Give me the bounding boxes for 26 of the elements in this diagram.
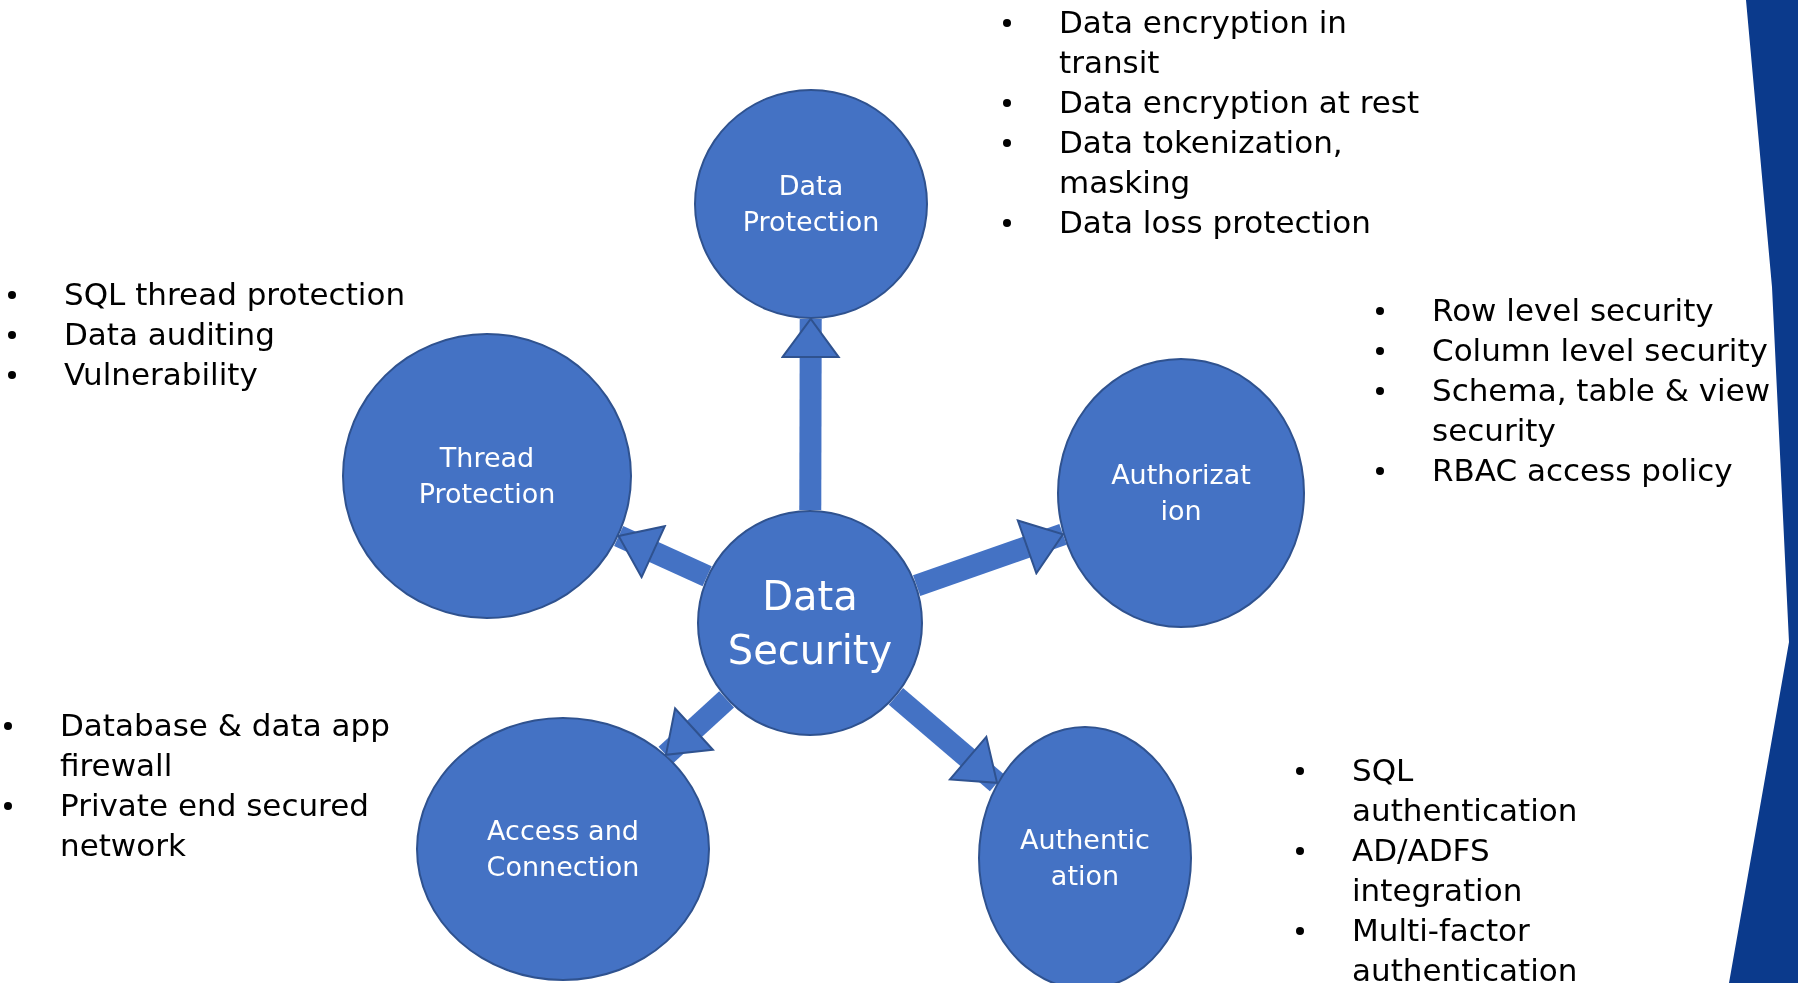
bullet-text: Data loss protection bbox=[1059, 203, 1371, 242]
block-arrow bbox=[614, 525, 712, 587]
topic-circle: Access and Connection bbox=[416, 717, 710, 981]
bullet-text: Data tokenization, masking bbox=[1059, 123, 1344, 202]
bullet-text: Schema, table & view security bbox=[1432, 371, 1772, 450]
block-arrow bbox=[888, 688, 1005, 792]
bullet-text: Multi-factor authentication bbox=[1352, 911, 1579, 983]
central-circle: Data Security bbox=[697, 510, 923, 736]
bullet-text: Vulnerability bbox=[64, 355, 258, 394]
bullet-text: Data encryption in transit bbox=[1059, 3, 1348, 82]
block-arrow bbox=[658, 691, 735, 763]
bullet-text: Data auditing bbox=[64, 315, 275, 354]
bullet-text: Data encryption at rest bbox=[1059, 83, 1420, 122]
bullet-text: Row level security bbox=[1432, 291, 1714, 330]
bullet-text: Column level security bbox=[1432, 331, 1768, 370]
block-arrow bbox=[781, 318, 840, 511]
topic-circle: Authentic ation bbox=[978, 726, 1192, 983]
bullet-text: SQL authentication bbox=[1352, 751, 1579, 830]
topic-circle: Authorizat ion bbox=[1057, 358, 1305, 628]
topic-circle: Data Protection bbox=[694, 89, 928, 319]
bullet-text: Database & data app firewall bbox=[60, 706, 391, 785]
bullet-text: AD/ADFS integration bbox=[1352, 831, 1524, 910]
bullet-text: RBAC access policy bbox=[1432, 451, 1733, 490]
bullet-text: Private end secured network bbox=[60, 786, 370, 865]
bullet-text: SQL thread protection bbox=[64, 275, 406, 314]
topic-circle: Thread Protection bbox=[342, 333, 632, 619]
